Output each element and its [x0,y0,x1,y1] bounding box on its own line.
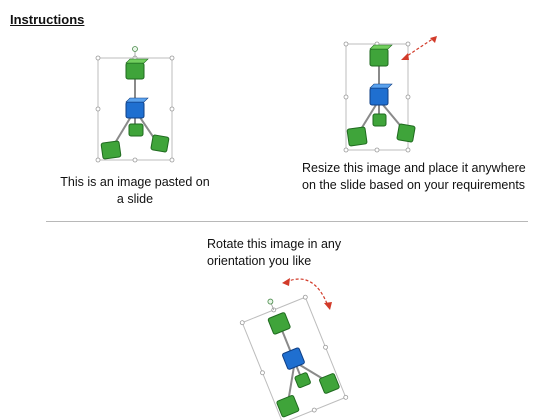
blue-cube-icon [125,97,149,119]
green-cube-icon [369,44,393,67]
resize-image-figure[interactable] [338,30,448,154]
green-cube-icon [319,373,340,394]
resize-arrow-icon [401,36,437,60]
green-cube-icon [100,140,122,160]
green-cube-icon [294,372,311,389]
resize-caption: Resize this image and place it anywhere … [302,161,526,192]
rotate-caption: Rotate this image in any orientation you… [207,237,342,268]
rotate-arrow-icon [282,278,332,310]
pasted-image-caption: This is an image pasted on a slide [60,175,210,206]
blue-cube-icon [282,347,305,370]
green-cube-icon [128,123,144,137]
green-cube-icon [267,312,291,335]
green-cube-icon [150,134,170,153]
instructions-heading: Instructions [10,12,85,27]
blue-cube-icon [369,83,393,106]
green-cube-icon [372,113,387,127]
green-cube-icon [396,123,416,143]
rotate-image-figure[interactable] [236,270,366,420]
green-cube-icon [276,395,300,418]
section-divider [46,221,528,222]
green-cube-icon [346,126,368,147]
green-cube-icon [125,58,149,80]
pasted-image-figure[interactable] [92,44,182,166]
